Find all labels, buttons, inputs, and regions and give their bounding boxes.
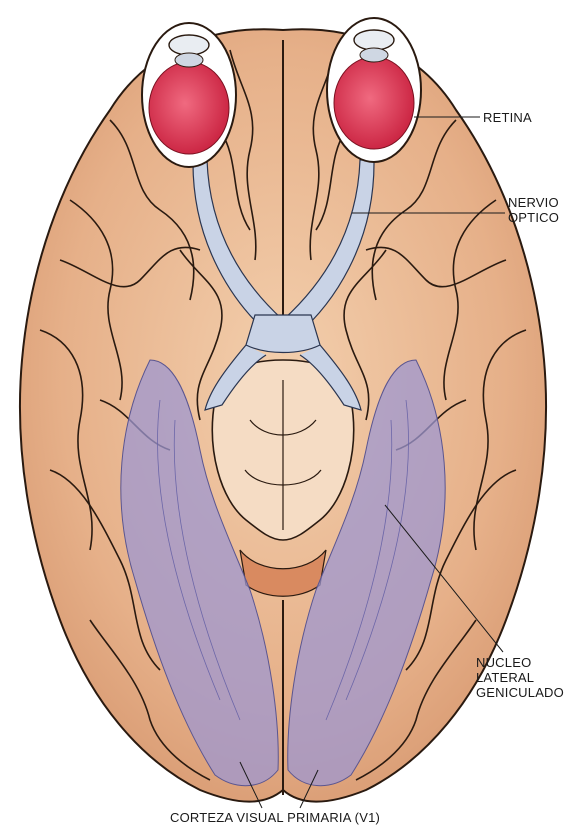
nervio-optico-label: NERVIO OPTICO bbox=[508, 195, 559, 225]
retina-label: RETINA bbox=[483, 110, 532, 125]
nucleo-label-line-1: NUCLEO bbox=[476, 655, 564, 670]
eye-left bbox=[142, 23, 236, 167]
nucleo-lateral-geniculado-label: NUCLEO LATERAL GENICULADO bbox=[476, 655, 564, 700]
nucleo-label-line-3: GENICULADO bbox=[476, 685, 564, 700]
eye-right bbox=[327, 18, 421, 162]
nervio-label-line-1: NERVIO bbox=[508, 195, 559, 210]
corteza-visual-label: CORTEZA VISUAL PRIMARIA (V1) bbox=[170, 810, 380, 825]
nervio-label-line-2: OPTICO bbox=[508, 210, 559, 225]
nucleo-label-line-2: LATERAL bbox=[476, 670, 564, 685]
